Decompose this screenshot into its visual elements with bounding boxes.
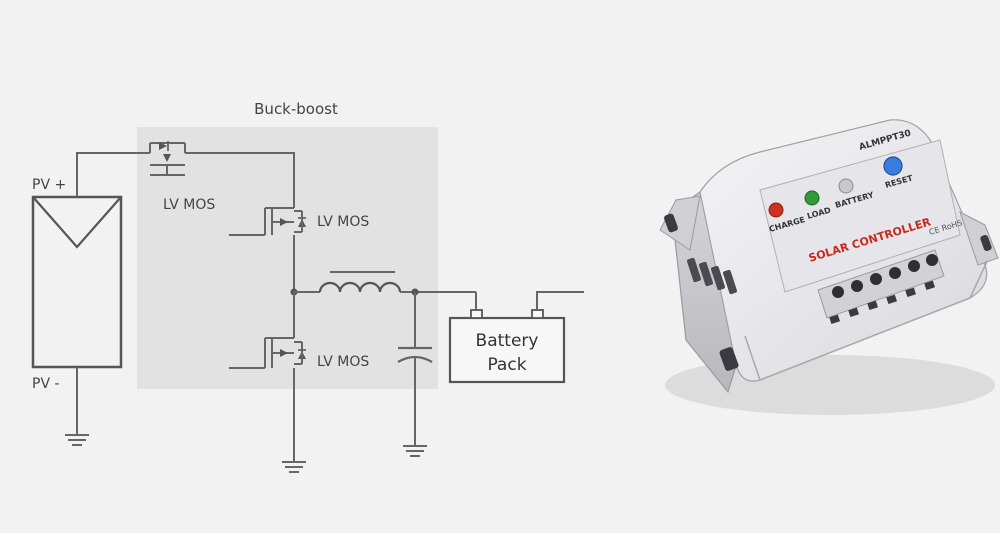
mosfet-high <box>229 200 306 290</box>
region-label: Buck-boost <box>254 100 338 118</box>
vent-slots <box>687 257 737 295</box>
reset-button <box>883 156 903 176</box>
pv-minus-label: PV - <box>32 376 60 392</box>
battery-label-line2: Pack <box>487 355 526 375</box>
buck-boost-region <box>137 127 438 389</box>
pv-ground <box>65 367 89 446</box>
wire-top-rail <box>210 152 295 200</box>
led-load <box>804 190 820 206</box>
led-charge <box>768 202 784 218</box>
solar-controller-photo: CHARGE LOAD BATTERY RESET ALMPPT30 SOLAR… <box>659 119 999 415</box>
wire-pv-top <box>76 152 140 197</box>
battery-label-line1: Battery <box>476 331 539 351</box>
circuit-diagram <box>31 127 584 473</box>
mos-high-label: LV MOS <box>317 214 369 230</box>
mosfet-top <box>140 141 210 176</box>
led-battery <box>838 178 854 194</box>
mos-top-label: LV MOS <box>163 197 215 213</box>
capacitor <box>397 292 433 457</box>
pv-plus-label: PV + <box>32 177 66 193</box>
battery-pack <box>448 291 584 384</box>
mosfet-low <box>229 292 306 473</box>
terminal-block <box>817 249 945 325</box>
mos-low-label: LV MOS <box>317 354 369 370</box>
